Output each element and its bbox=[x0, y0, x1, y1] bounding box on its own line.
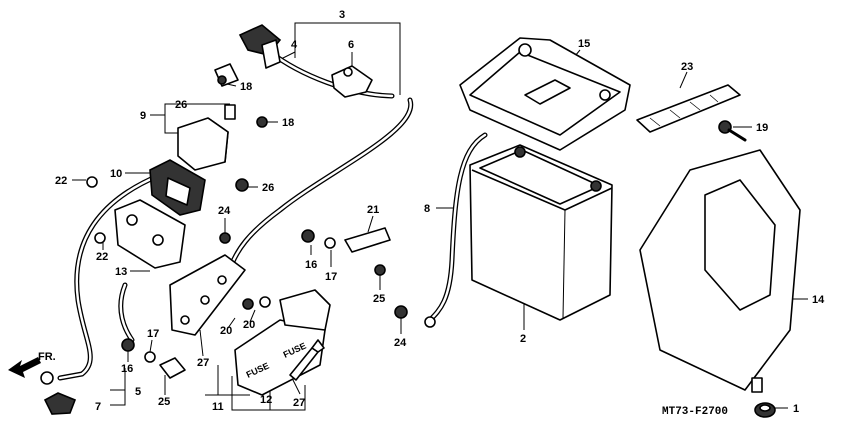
callout-1: 1 bbox=[793, 403, 799, 415]
callout-7: 7 bbox=[95, 401, 101, 413]
callout-22-upper: 22 bbox=[55, 175, 67, 187]
callout-6: 6 bbox=[348, 39, 354, 51]
battery-strap-part bbox=[636, 84, 741, 133]
callout-24-upper: 24 bbox=[218, 205, 231, 217]
callout-11: 11 bbox=[212, 401, 224, 413]
callout-27-right: 27 bbox=[293, 397, 305, 409]
callout-24-lower: 24 bbox=[394, 337, 407, 349]
battery-cover-part bbox=[459, 37, 631, 151]
callout-12: 12 bbox=[260, 394, 272, 406]
callout-16-lower: 16 bbox=[121, 363, 133, 375]
callout-5: 5 bbox=[135, 386, 141, 398]
callout-2: 2 bbox=[520, 333, 526, 345]
callout-14: 14 bbox=[812, 294, 825, 306]
callout-22-lower: 22 bbox=[96, 251, 108, 263]
callout-25-mid: 25 bbox=[373, 293, 385, 305]
wiring-harness bbox=[57, 49, 488, 381]
callout-18-mid: 18 bbox=[282, 117, 294, 129]
starter-relay-part bbox=[177, 104, 236, 171]
callout-17-lower: 17 bbox=[147, 328, 159, 340]
battery-tray-part bbox=[639, 149, 801, 393]
ring-terminal-part bbox=[40, 316, 436, 385]
callout-27-left: 27 bbox=[197, 357, 209, 369]
callout-20-right: 20 bbox=[243, 319, 255, 331]
callout-16-mid: 16 bbox=[305, 259, 317, 271]
fuse-puller-part bbox=[289, 339, 325, 381]
callout-numbers: 1 2 3 4 5 6 7 8 9 10 11 12 13 14 15 16 1… bbox=[55, 9, 825, 415]
front-direction-arrow: FR. bbox=[8, 351, 56, 378]
bolt-19-part bbox=[718, 120, 747, 142]
callout-4: 4 bbox=[291, 39, 298, 51]
callout-15: 15 bbox=[578, 38, 590, 50]
callout-19: 19 bbox=[756, 122, 768, 134]
bracket-part bbox=[114, 199, 186, 269]
battery-part bbox=[469, 144, 613, 321]
callout-13: 13 bbox=[115, 266, 127, 278]
callout-18-top: 18 bbox=[240, 81, 252, 93]
callout-10: 10 bbox=[110, 168, 122, 180]
callout-3: 3 bbox=[339, 9, 345, 21]
callout-17-mid: 17 bbox=[325, 271, 337, 283]
callout-9: 9 bbox=[140, 110, 146, 122]
callout-8: 8 bbox=[424, 203, 430, 215]
callout-23: 23 bbox=[681, 61, 693, 73]
rubber-cap-part bbox=[754, 402, 776, 418]
front-direction-label: FR. bbox=[38, 351, 56, 363]
callout-21: 21 bbox=[367, 204, 379, 216]
callout-20-left: 20 bbox=[220, 325, 232, 337]
fuse-box-mount-part bbox=[169, 254, 246, 336]
callout-26-top: 26 bbox=[175, 99, 187, 111]
diagram-code: MT73-F2700 bbox=[662, 406, 728, 418]
terminal-cover-part bbox=[43, 392, 77, 415]
terminal-cap-part bbox=[331, 65, 373, 98]
callout-25-lower: 25 bbox=[158, 396, 170, 408]
cable-holder-part bbox=[344, 227, 391, 253]
fasteners bbox=[86, 75, 408, 379]
callout-26-mid: 26 bbox=[262, 182, 274, 194]
fuse-box-part: FUSE FUSE bbox=[234, 289, 331, 396]
relay-holder-part bbox=[149, 159, 206, 216]
